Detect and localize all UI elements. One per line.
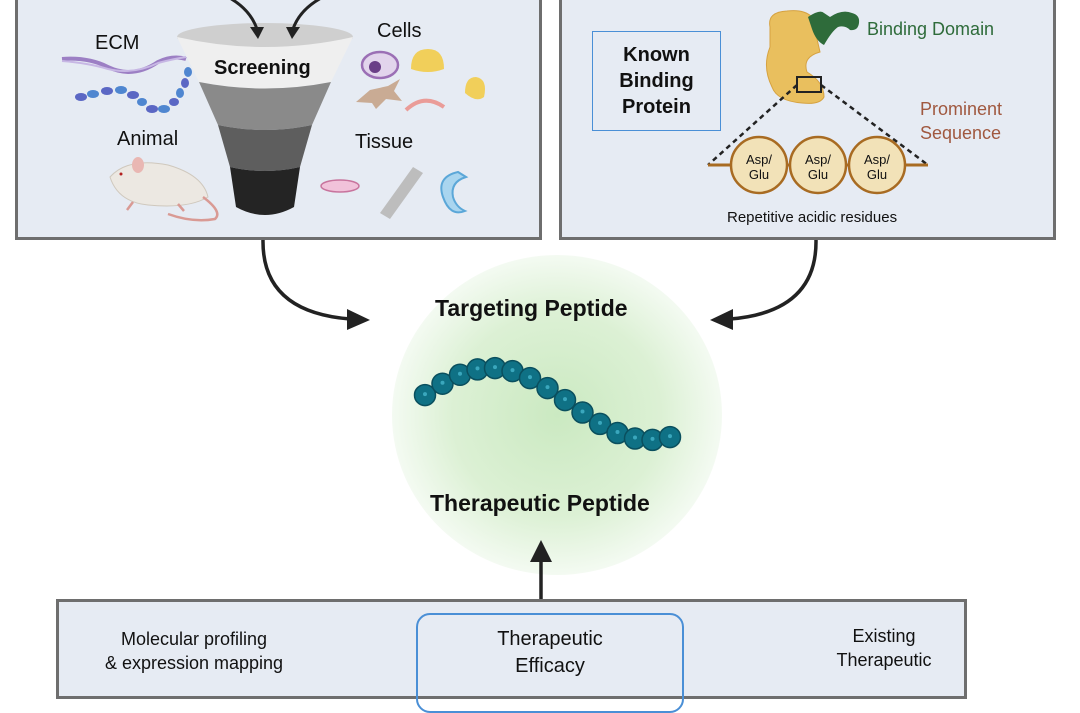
binding-protein-illustration: [707, 10, 929, 195]
peptide-bead-highlight: [510, 368, 515, 373]
sequence-highlight-box: [796, 76, 822, 93]
molecular-profiling-text: Molecular profiling & expression mapping: [104, 629, 284, 673]
residue-label-2: Asp/Glu: [804, 152, 831, 182]
known-line-3: Protein: [622, 96, 691, 118]
right-arrowhead-icon: [710, 309, 733, 330]
known-binding-protein-box: Known Binding Protein: [592, 31, 721, 131]
left-flow-arrow-line: [261, 239, 351, 321]
peptide-bead-highlight: [598, 420, 602, 425]
peptide-bead-highlight: [475, 366, 480, 371]
binding-domain-icon: [808, 11, 860, 46]
peptide-bead-highlight: [580, 409, 585, 414]
residue-circle-2: [788, 135, 848, 195]
peptide-bead-highlight: [458, 371, 462, 376]
residue-circle-3: [847, 135, 907, 195]
peptide-bead-highlight: [528, 375, 532, 380]
mouse-icon: [109, 157, 219, 222]
known-line-2: Binding: [619, 70, 694, 92]
residue-label-1: Asp/Glu: [745, 152, 772, 182]
peptide-bead-highlight: [615, 430, 620, 434]
animal-label: Animal: [117, 128, 179, 150]
peptide-bead-highlight: [633, 435, 637, 440]
left-arrowhead-icon: [347, 309, 370, 330]
up-arrowhead-icon: [530, 540, 552, 562]
peptide-bead-highlight: [423, 392, 427, 397]
therapeutic-peptide-title: Therapeutic Peptide: [430, 490, 650, 516]
residues-caption: Repetitive acidic residues: [727, 209, 898, 226]
zoom-dashed-lines: [707, 83, 929, 167]
right-flow-arrow-line: [729, 239, 818, 321]
ecm-chain-icon: [75, 67, 192, 113]
cells-icon: [356, 49, 485, 112]
known-line-1: Known: [623, 44, 690, 66]
residue-circle-1: [729, 135, 789, 195]
ecm-label: ECM: [95, 32, 140, 54]
peptide-bead-highlight: [545, 385, 550, 390]
peptide-bead-highlight: [668, 434, 672, 439]
screening-panel: Screening ECM Cells Animal Tissue: [15, 0, 542, 240]
binding-protein-panel: Known Binding Protein Asp/Glu Asp/Glu As…: [559, 0, 1056, 240]
screening-illustration: [61, 0, 485, 222]
tissue-label: Tissue: [355, 131, 414, 153]
peptide-bead-highlight: [563, 397, 567, 402]
binding-domain-label: Binding Domain: [867, 19, 995, 39]
targeting-peptide-title: Targeting Peptide: [435, 295, 628, 321]
funnel-icon: [177, 23, 353, 215]
screening-label: Screening: [214, 57, 311, 79]
residue-label-3: Asp/Glu: [863, 152, 890, 182]
existing-therapeutic-text: Existing Therapeutic: [836, 626, 932, 670]
bottom-panel: Molecular profiling & expression mapping…: [56, 599, 967, 713]
peptide-bead-highlight: [650, 436, 655, 441]
prominent-sequence-label: Prominent Sequence: [920, 99, 1003, 143]
peptide-bead-highlight: [440, 380, 445, 385]
therapeutic-efficacy-box: Therapeutic Efficacy: [416, 613, 684, 713]
peptide-bead-highlight: [493, 365, 497, 370]
funnel-input-arrows-icon: [230, 0, 321, 30]
residue-circles: [729, 135, 907, 195]
peptide-glow-background: [392, 255, 722, 575]
cells-label: Cells: [377, 20, 422, 42]
peptide-chain-icon: [413, 356, 682, 452]
protein-icon: [766, 10, 825, 104]
ecm-fiber-icon: [61, 55, 187, 74]
flow-arrows: [261, 239, 818, 600]
tissue-icon: [320, 167, 469, 219]
